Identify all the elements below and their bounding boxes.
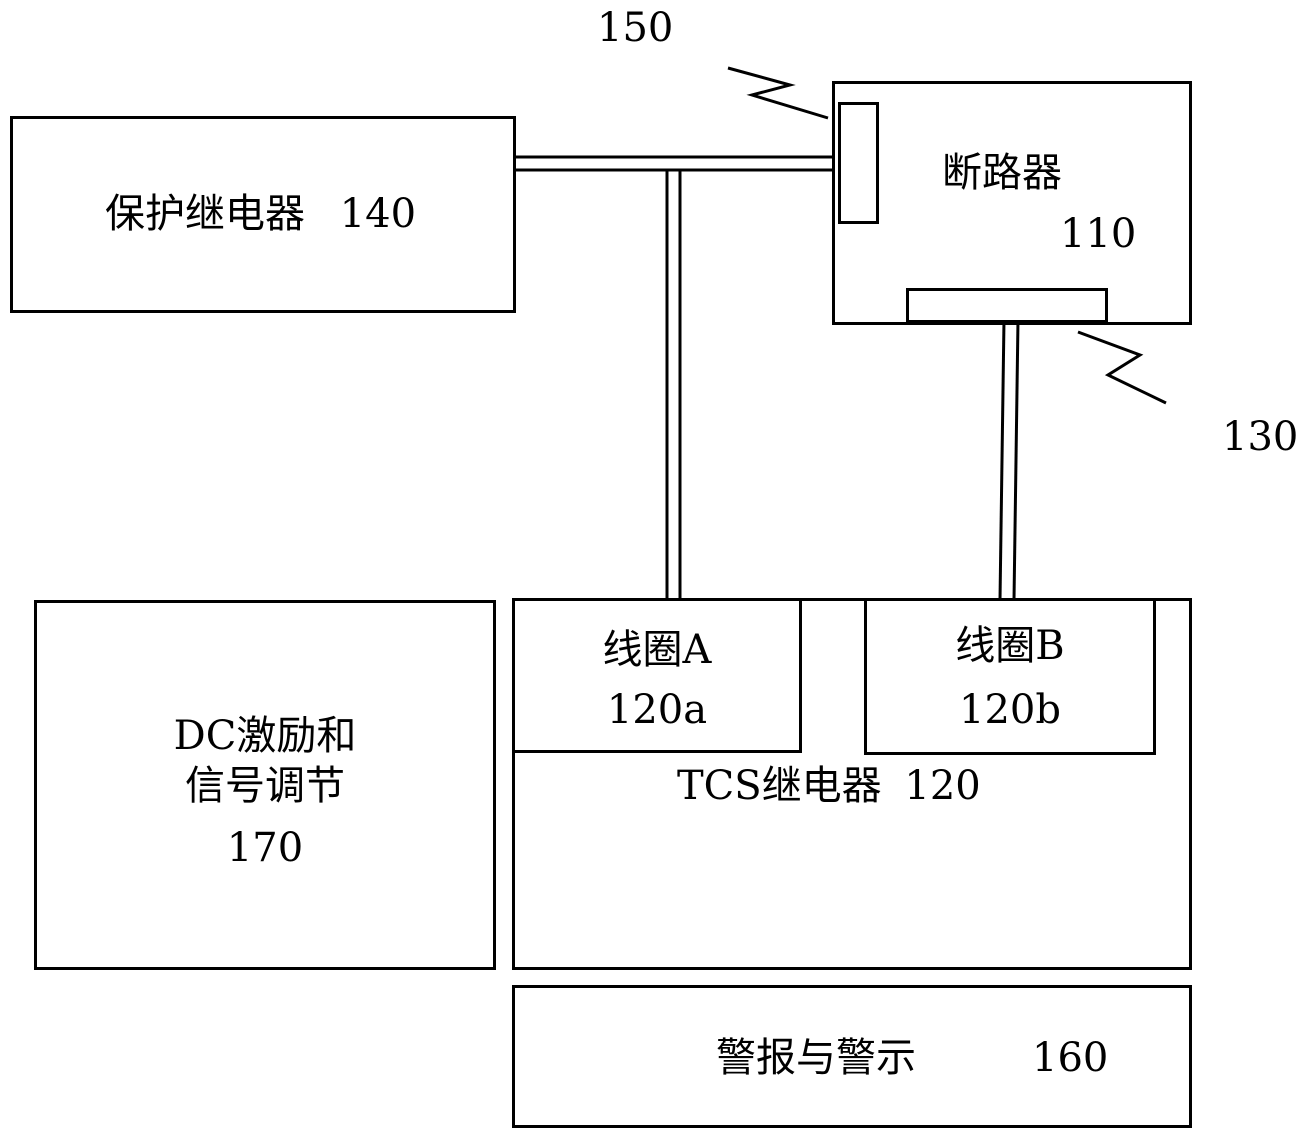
protective-relay-name: 保护继电器 bbox=[105, 191, 305, 237]
tcs-relay-label: TCS继电器 120 bbox=[677, 766, 981, 806]
dc-excitation-ref: 170 bbox=[226, 825, 304, 871]
alarm-label: 警报与警示 bbox=[716, 1035, 916, 1081]
breaker-trip-terminal bbox=[838, 102, 879, 224]
protective-relay-label: 保护继电器 140 bbox=[105, 194, 416, 234]
coil-b-label: 线圈B bbox=[955, 623, 1065, 669]
alarm-ref: 160 bbox=[1032, 1035, 1109, 1081]
alarm-box bbox=[512, 985, 1192, 1128]
ref-150-label: 150 bbox=[597, 5, 674, 51]
leader-150-symbol bbox=[727, 66, 829, 120]
coil-a-box bbox=[512, 598, 802, 753]
coil-a-ref: 120a bbox=[606, 687, 708, 733]
breaker-box bbox=[832, 81, 1192, 325]
coil-b-box bbox=[864, 598, 1156, 755]
dc-excitation-box bbox=[34, 600, 496, 970]
coil-b-ref: 120b bbox=[959, 687, 1061, 733]
breaker-label: 断路器 bbox=[942, 150, 1062, 196]
relay-to-breaker-wire bbox=[514, 155, 838, 172]
dc-excitation-line1: DC激励和 bbox=[173, 713, 357, 759]
protective-relay-ref: 140 bbox=[339, 191, 417, 237]
dc-excitation-line2: 信号调节 bbox=[185, 763, 345, 809]
tcs-relay-ref: 120 bbox=[904, 763, 981, 809]
coil-a-wire bbox=[665, 170, 682, 604]
ref-130-label: 130 bbox=[1222, 414, 1299, 460]
coil-a-label: 线圈A bbox=[602, 627, 712, 673]
leader-130-symbol bbox=[1077, 330, 1167, 405]
breaker-ref: 110 bbox=[1060, 211, 1137, 257]
tcs-relay-name: TCS继电器 bbox=[677, 763, 882, 809]
coil-b-wire bbox=[998, 319, 1020, 601]
breaker-bottom-terminal bbox=[906, 288, 1108, 323]
protective-relay-box bbox=[10, 116, 516, 313]
